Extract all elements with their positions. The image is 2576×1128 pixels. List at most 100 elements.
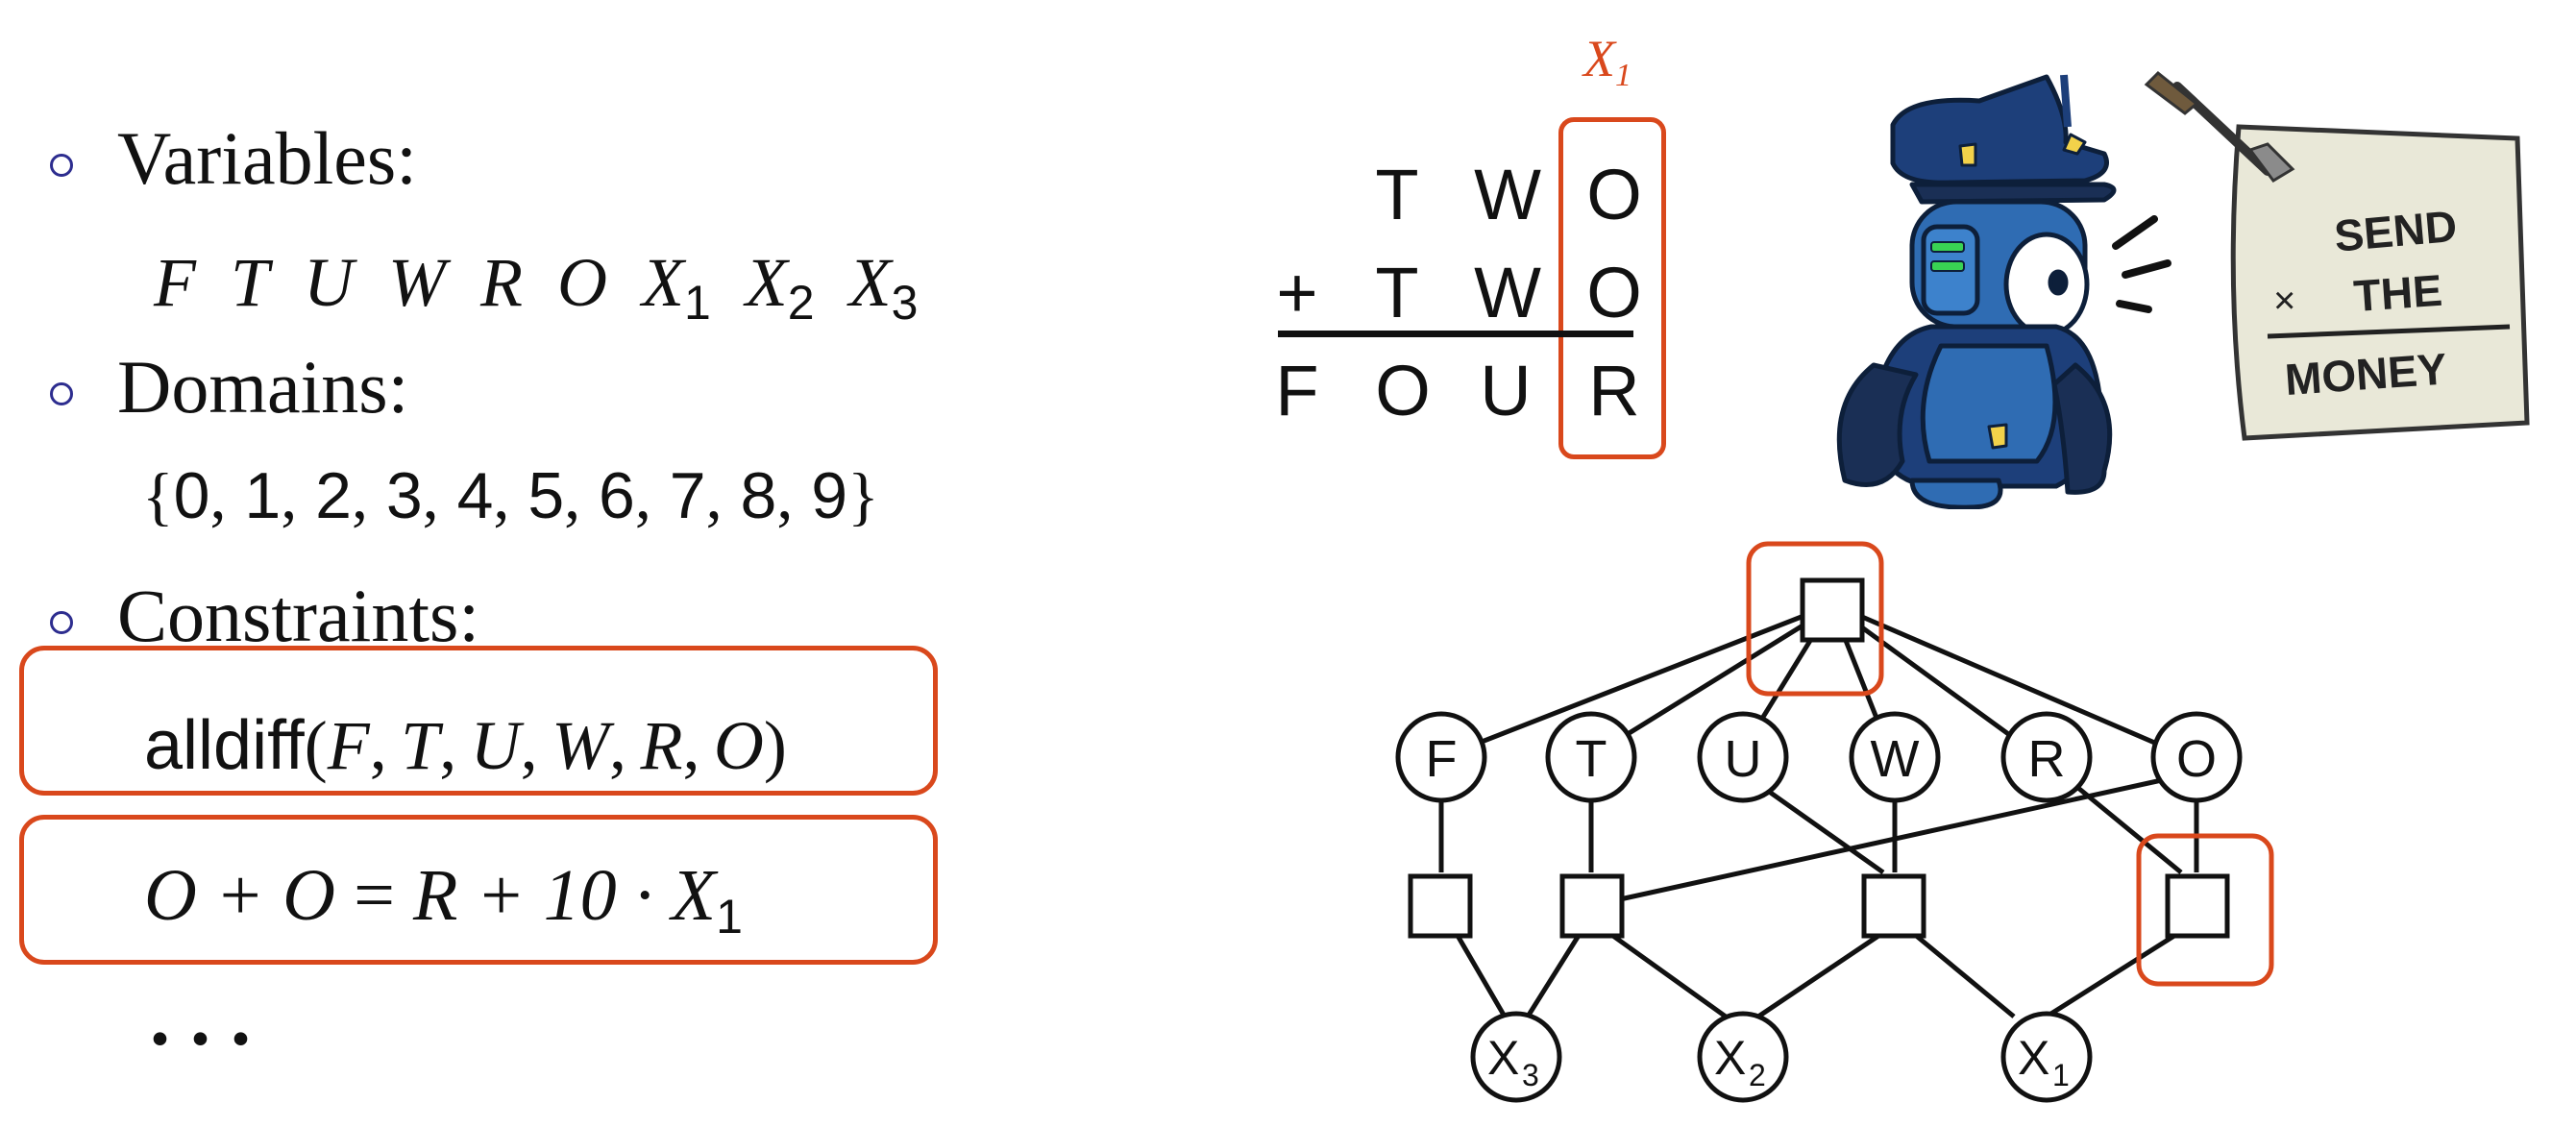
node-label: U [1725,730,1762,788]
node-w [1849,711,1941,803]
variable-f: F [154,244,196,321]
sum-lhs: O + O [144,855,336,936]
alldiff-arg: F [327,707,370,784]
variable-x2-sub: 2 [787,276,815,330]
domain-value: 4 [456,459,494,532]
carry-column-highlight [1558,117,1666,459]
variables-heading: Variables: [117,116,417,200]
row3-digit-f: F [1275,351,1319,430]
carry-node-sub: 1 [2052,1058,2070,1092]
domain-value: 6 [599,459,635,532]
node-x3 [1470,1011,1562,1103]
sum-rhs-sub: 1 [716,890,743,944]
graph-edges [1436,608,2199,1019]
column2-factor [1559,873,1625,939]
domain-value: 7 [669,459,706,532]
row2-digit-t: T [1375,253,1419,332]
constraints-heading: Constraints: [117,574,480,657]
variable-w: W [388,244,447,321]
carry-node-label: X [1714,1031,1746,1085]
ellipsis: . . . [150,973,251,1063]
graph-labels: F T U W R O [1426,730,2218,788]
constraint-graph: F T U W R O X 3 X 2 X 1 [1395,541,2274,1103]
constraints-bullet [50,611,73,634]
domain-value: 3 [385,459,423,532]
variable-x3: X [848,244,892,321]
row2-digit-o: O [1586,253,1642,332]
node-x2 [1697,1011,1789,1103]
alldiff-function: alldiff [144,707,305,784]
carry-node-sub: 3 [1522,1058,1539,1092]
node-x1 [2000,1011,2093,1103]
node-u [1697,711,1789,803]
alldiff-constraint: alldiff(F, T, U, W, R, O) [144,707,787,784]
node-label: T [1576,730,1607,788]
variable-u: U [304,244,355,321]
row3-digit-r: R [1588,351,1640,430]
variable-x1-sub: 1 [683,276,711,330]
carry-node-label: X [2018,1031,2049,1085]
variable-x3-sub: 3 [891,276,919,330]
sum-rule [1278,331,1633,337]
domains-heading: Domains: [117,345,409,429]
variable-x1: X [642,244,684,321]
variables-bullet [50,154,73,177]
node-t [1545,711,1637,803]
alldiff-arg: R [640,707,683,784]
carry-node-label: X [1487,1031,1519,1085]
carry-node-sub: 2 [1749,1058,1766,1092]
node-f [1395,711,1487,803]
alldiff-highlight-box [19,646,938,796]
alldiff-arg: W [552,707,610,784]
node-r [2000,711,2093,803]
variable-t: T [230,244,270,321]
domain-value: 8 [740,459,777,532]
node-label: F [1426,730,1458,788]
domain-close-brace: } [847,459,879,532]
alert-lines [2112,215,2171,313]
sum-constraint: O + O = R + 10 · X1 [144,859,743,941]
row3-digit-o: O [1375,351,1431,430]
domain-value: 0 [173,459,210,532]
note-line-the: THE [2352,265,2443,321]
alldiff-arg: U [470,707,521,784]
row1-digit-w: W [1474,155,1541,234]
column1-factor [1408,873,1473,939]
note-icon: SEND × THE MONEY [2144,70,2530,441]
graph-variable-nodes [1395,711,2243,1103]
graph-factors [1408,577,2230,939]
note-mark: × [2273,280,2295,322]
sum-highlight-box [19,815,938,965]
domains-bullet [50,382,73,405]
row3-digit-u: U [1480,351,1532,430]
domain-value: 5 [527,459,565,532]
domain-set: {0, 1, 2, 3, 4, 5, 6, 7, 8, 9} [142,459,879,532]
domain-value: 9 [811,459,848,532]
domain-value: 2 [315,459,352,532]
graph-highlights [1746,541,2274,987]
variable-x2: X [745,244,788,321]
note-line-send: SEND [2332,201,2459,261]
robot-icon [1836,74,2117,509]
alldiff-arg: T [401,707,440,784]
sum-equals: = [354,855,395,936]
alldiff-arg: O [713,707,764,784]
variable-o: O [557,244,607,321]
ones-column-factor-highlight [2136,833,2274,987]
ones-column-factor [2165,873,2230,939]
plus-sign: + [1276,253,1318,332]
note-line-money: MONEY [2283,343,2448,405]
alldiff-factor [1800,577,1865,643]
row1-digit-t: T [1375,155,1419,234]
node-label: R [2028,730,2066,788]
robot-illustration: SEND × THE MONEY [1836,70,2530,509]
carry-label: X1 [1583,30,1631,93]
domain-open-brace: { [142,459,174,532]
column3-factor [1861,873,1926,939]
node-label: W [1871,730,1920,788]
node-label: O [2176,730,2217,788]
row1-digit-o: O [1586,155,1642,234]
domain-value: 1 [244,459,282,532]
node-o [2150,711,2243,803]
variables-list: F T U W R O X1 X2 X3 [154,248,918,327]
